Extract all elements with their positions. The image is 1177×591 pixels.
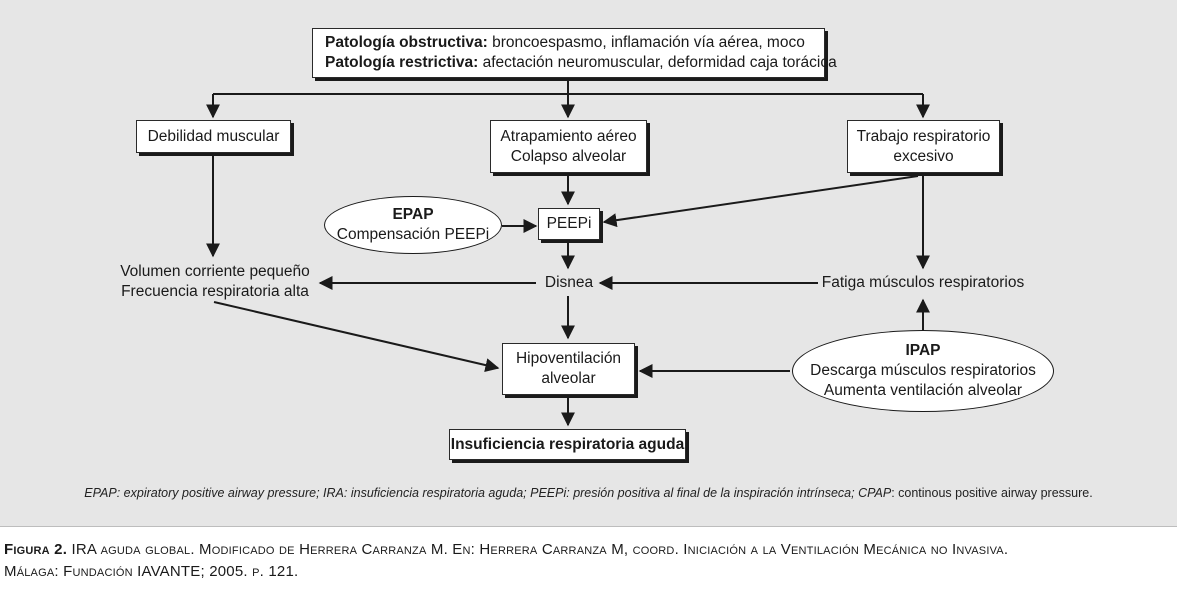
caption-figure-label: Figura 2. (4, 541, 68, 558)
arrow-volumen-hipo (213, 301, 500, 372)
obstructive-text: broncoespasmo, inflamación vía aérea, mo… (487, 34, 805, 51)
figure-caption: Figura 2. IRA aguda global. Modificado d… (4, 539, 1174, 583)
legend-term-peepi: PEEPi (526, 486, 567, 500)
node-trabajo: Trabajo respiratorio excesivo (847, 120, 1000, 173)
node-atrapamiento: Atrapamiento aéreo Colapso alveolar (490, 120, 647, 173)
connector-arrows (206, 79, 930, 427)
node-volumen-line1: Volumen corriente pequeño (120, 263, 310, 280)
node-epap-title: EPAP (392, 206, 434, 223)
node-hipoventilacion: Hipoventilación alveolar (502, 343, 635, 395)
node-epap-text: Compensación PEEPi (336, 226, 490, 243)
legend-def-epap: : expiratory positive airway pressure; (116, 486, 320, 500)
node-ipap-line1: Descarga músculos respiratorios (810, 362, 1036, 379)
node-peepi-label: PEEPi (546, 215, 592, 232)
abbreviation-legend: EPAP: expiratory positive airway pressur… (0, 486, 1177, 500)
node-trabajo-line2: excesivo (893, 147, 954, 165)
node-volumen-line2: Frecuencia respiratoria alta (121, 283, 309, 300)
node-volumen: Volumen corriente pequeño Frecuencia res… (108, 262, 322, 302)
caption-line2: Málaga: Fundación IAVANTE; 2005. p. 121. (4, 563, 299, 580)
node-peepi: PEEPi (538, 208, 600, 240)
node-atrapamiento-line1: Atrapamiento aéreo (500, 127, 637, 145)
node-ira: Insuficiencia respiratoria aguda (449, 429, 686, 460)
node-epap: EPAP Compensación PEEPi (324, 196, 502, 254)
restrictive-text: afectación neuromuscular, deformidad caj… (478, 54, 837, 71)
node-ira-label: Insuficiencia respiratoria aguda (450, 435, 685, 453)
restrictive-label: Patología restrictiva: (325, 54, 479, 71)
node-disnea: Disnea (538, 273, 600, 293)
node-fatiga-label: Fatiga músculos respiratorios (821, 274, 1025, 291)
caption-line1: IRA aguda global. Modificado de Herrera … (67, 541, 1009, 558)
legend-term-cpap: CPAP (854, 486, 892, 500)
pathology-box: Patología obstructiva: broncoespasmo, in… (312, 28, 837, 78)
node-debilidad-label: Debilidad muscular (147, 127, 280, 145)
obstructive-label: Patología obstructiva: (325, 34, 488, 51)
legend-def-peepi: : presión positiva al final de la inspir… (566, 486, 855, 500)
node-disnea-label: Disnea (544, 274, 594, 291)
legend-term-ira: IRA (319, 486, 344, 500)
node-ipap-title: IPAP (905, 342, 941, 359)
node-hipo-line2: alveolar (541, 370, 596, 387)
legend-def-ira: : insuficiencia respiratoria aguda; (343, 486, 527, 500)
node-ipap: IPAP Descarga músculos respiratorios Aum… (792, 330, 1054, 412)
legend-def-cpap: : continous positive airway pressure. (891, 486, 1093, 500)
node-hipo-line1: Hipoventilación (515, 350, 622, 367)
legend-term-epap: EPAP (84, 486, 117, 500)
arrow-trabajo-peepi (602, 175, 919, 228)
node-ipap-line2: Aumenta ventilación alveolar (823, 382, 1023, 399)
node-fatiga: Fatiga músculos respiratorios (820, 273, 1026, 293)
node-trabajo-line1: Trabajo respiratorio (856, 127, 991, 145)
node-atrapamiento-line2: Colapso alveolar (510, 147, 627, 165)
node-debilidad: Debilidad muscular (136, 120, 291, 153)
